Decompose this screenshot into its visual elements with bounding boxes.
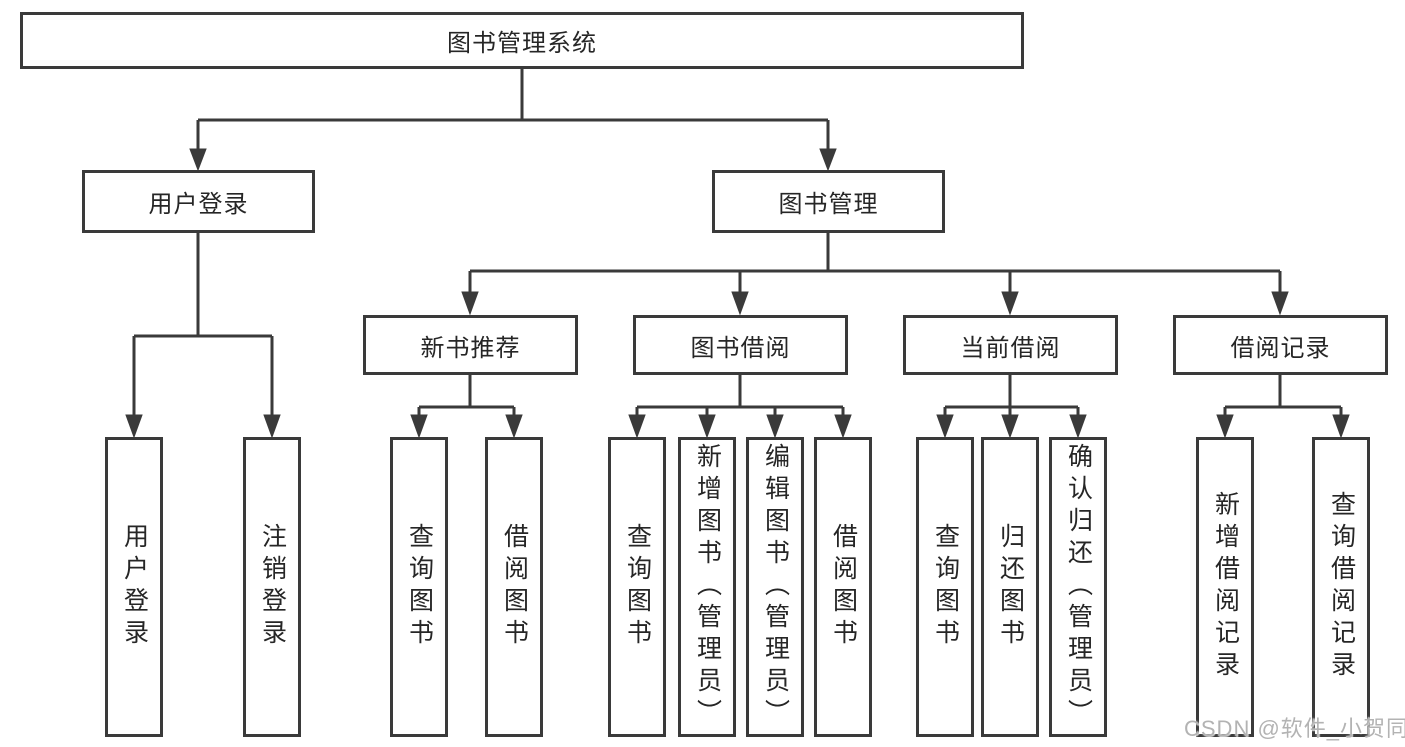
- leaf-borrow-borrow-books: 借阅图书: [814, 437, 872, 737]
- leaf-label: 编辑图书（管理员）: [761, 443, 790, 731]
- node-library-management-system: 图书管理系统: [20, 12, 1024, 69]
- leaf-label: 注销登录: [258, 523, 287, 651]
- node-label: 新书推荐: [420, 334, 521, 362]
- node-user-login: 用户登录: [82, 170, 315, 233]
- leaf-recommend-query-books: 查询图书: [390, 437, 448, 737]
- node-borrow-records: 借阅记录: [1173, 315, 1388, 375]
- node-label: 借阅记录: [1230, 334, 1331, 362]
- node-label: 当前借阅: [960, 334, 1061, 362]
- leaf-label: 查询图书: [623, 523, 652, 651]
- leaf-label: 查询图书: [931, 523, 960, 651]
- node-label: 图书借阅: [690, 334, 791, 362]
- leaf-label: 新增图书（管理员）: [693, 443, 722, 731]
- leaf-label: 查询图书: [405, 523, 434, 651]
- leaf-user-login: 用户登录: [105, 437, 163, 737]
- node-book-management: 图书管理: [712, 170, 945, 233]
- leaf-label: 借阅图书: [829, 523, 858, 651]
- csdn-watermark: CSDN @软件_小贺同学: [1184, 716, 1405, 741]
- leaf-label: 新增借阅记录: [1211, 491, 1240, 683]
- node-new-book-recommend: 新书推荐: [363, 315, 578, 375]
- node-label: 图书管理: [778, 191, 879, 218]
- leaf-return-books: 归还图书: [981, 437, 1039, 737]
- node-book-borrow: 图书借阅: [633, 315, 848, 375]
- leaf-label: 归还图书: [996, 523, 1025, 651]
- leaf-edit-books-admin: 编辑图书（管理员）: [746, 437, 804, 737]
- leaf-current-query-books: 查询图书: [916, 437, 974, 737]
- leaf-borrow-query-books: 查询图书: [608, 437, 666, 737]
- node-label: 图书管理系统: [447, 30, 597, 57]
- leaf-add-books-admin: 新增图书（管理员）: [678, 437, 736, 737]
- leaf-logout: 注销登录: [243, 437, 301, 737]
- node-label: 用户登录: [148, 191, 249, 218]
- leaf-confirm-return-admin: 确认归还（管理员）: [1049, 437, 1107, 737]
- leaf-query-borrow-record: 查询借阅记录: [1312, 437, 1370, 737]
- leaf-add-borrow-record: 新增借阅记录: [1196, 437, 1254, 737]
- leaf-label: 查询借阅记录: [1327, 491, 1356, 683]
- leaf-recommend-borrow-books: 借阅图书: [485, 437, 543, 737]
- leaf-label: 确认归还（管理员）: [1064, 443, 1093, 731]
- leaf-label: 用户登录: [120, 523, 149, 651]
- leaf-label: 借阅图书: [500, 523, 529, 651]
- node-current-borrow: 当前借阅: [903, 315, 1118, 375]
